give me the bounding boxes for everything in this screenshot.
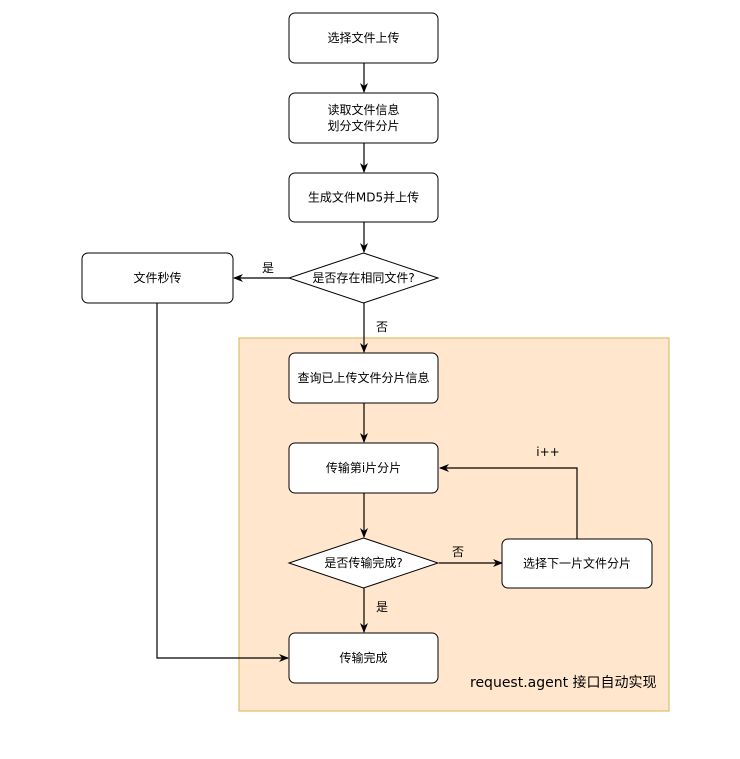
node-shape-query-chunks [288, 352, 439, 404]
node-label-transfer-chunk: 传输第i片分片 [326, 460, 401, 475]
edge-label-i-plus: i++ [536, 445, 559, 459]
node-label-query-chunks: 查询已上传文件分片信息 [297, 370, 429, 385]
node-label-select-next: 选择下一片文件分片 [523, 556, 631, 571]
node-shape-same-file [287, 252, 440, 304]
node-label-same-file: 是否存在相同文件? [312, 270, 414, 285]
edge-label-yes-done: 是 [376, 600, 388, 614]
region-label: request.agent 接口自动实现 [470, 674, 657, 691]
node-label-select-file: 选择文件上传 [327, 30, 399, 45]
node-transfer-chunk: 传输第i片分片 [288, 442, 439, 494]
node-select-file: 选择文件上传 [288, 12, 439, 64]
node-label-transfer-done: 传输完成 [339, 650, 387, 665]
node-instant-upload: 文件秒传 [81, 252, 234, 304]
edge-label-yes-instant: 是 [262, 261, 274, 275]
node-transfer-done-q: 是否传输完成? [287, 537, 440, 589]
node-shape-transfer-done [288, 632, 439, 684]
edge-label-no-next: 否 [452, 545, 464, 559]
edge-instant-to-done [156, 303, 289, 662]
node-shape-select-next [501, 538, 653, 589]
node-gen-md5: 生成文件MD5并上传 [288, 172, 439, 223]
edge-next-to-transfer [439, 464, 578, 539]
node-label-transfer-done-q: 是否传输完成? [324, 555, 402, 570]
node-same-file: 是否存在相同文件? [287, 252, 440, 304]
node-label-read-info-1: 读取文件信息 [327, 102, 399, 117]
node-shape-transfer-chunk [288, 442, 439, 494]
node-shape-gen-md5 [288, 172, 439, 223]
node-shape-instant-upload [81, 252, 234, 304]
node-label-read-info-2: 划分文件分片 [327, 118, 399, 133]
node-select-next: 选择下一片文件分片 [501, 538, 653, 589]
edge-label-no-query: 否 [376, 320, 388, 334]
node-label-gen-md5: 生成文件MD5并上传 [308, 190, 419, 205]
node-shape-read-info [288, 92, 439, 144]
edges [156, 63, 578, 662]
node-transfer-done: 传输完成 [288, 632, 439, 684]
node-label-instant-upload: 文件秒传 [133, 270, 181, 285]
node-shape-select-file [288, 12, 439, 64]
node-shape-transfer-done-q [287, 537, 440, 589]
node-query-chunks: 查询已上传文件分片信息 [288, 352, 439, 404]
